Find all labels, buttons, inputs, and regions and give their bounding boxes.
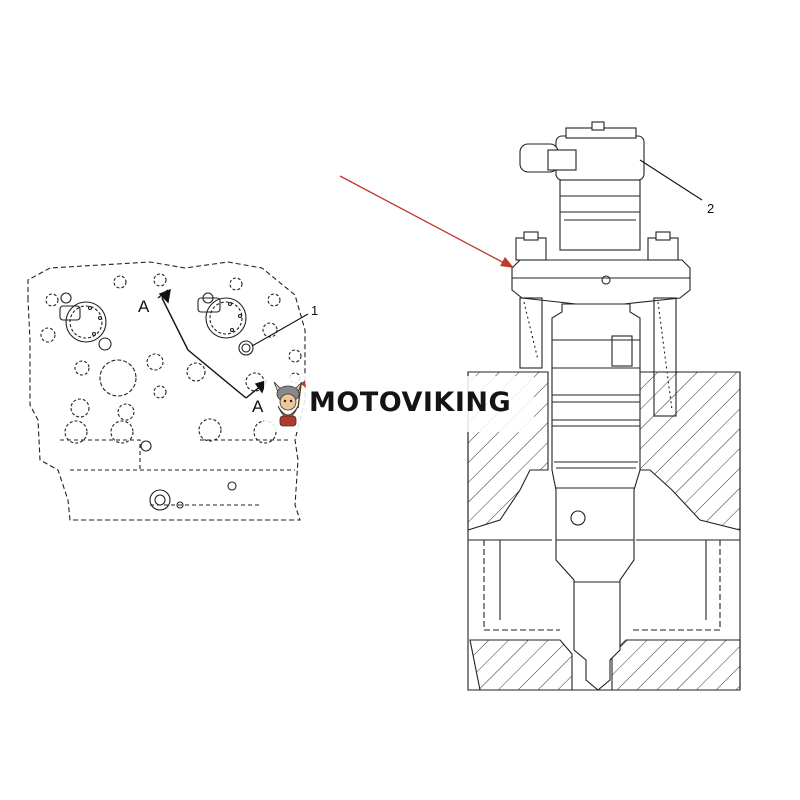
cylinder-head-top-view <box>27 261 306 521</box>
callout-2-leader <box>639 159 703 201</box>
callout-number-1: 1 <box>311 303 319 318</box>
viking-mascot-icon <box>273 380 306 427</box>
red-pointer-arrow <box>339 175 514 268</box>
callout-1-leader <box>251 313 309 347</box>
callout-number-2: 2 <box>707 201 715 216</box>
brand-name: MOTOVIKING <box>309 387 512 418</box>
section-label-a-bottom: A <box>252 397 264 416</box>
section-line-a-a <box>157 288 268 399</box>
section-label-a-top: A <box>138 297 150 316</box>
watermark-badge: MOTOVIKING <box>264 376 534 432</box>
